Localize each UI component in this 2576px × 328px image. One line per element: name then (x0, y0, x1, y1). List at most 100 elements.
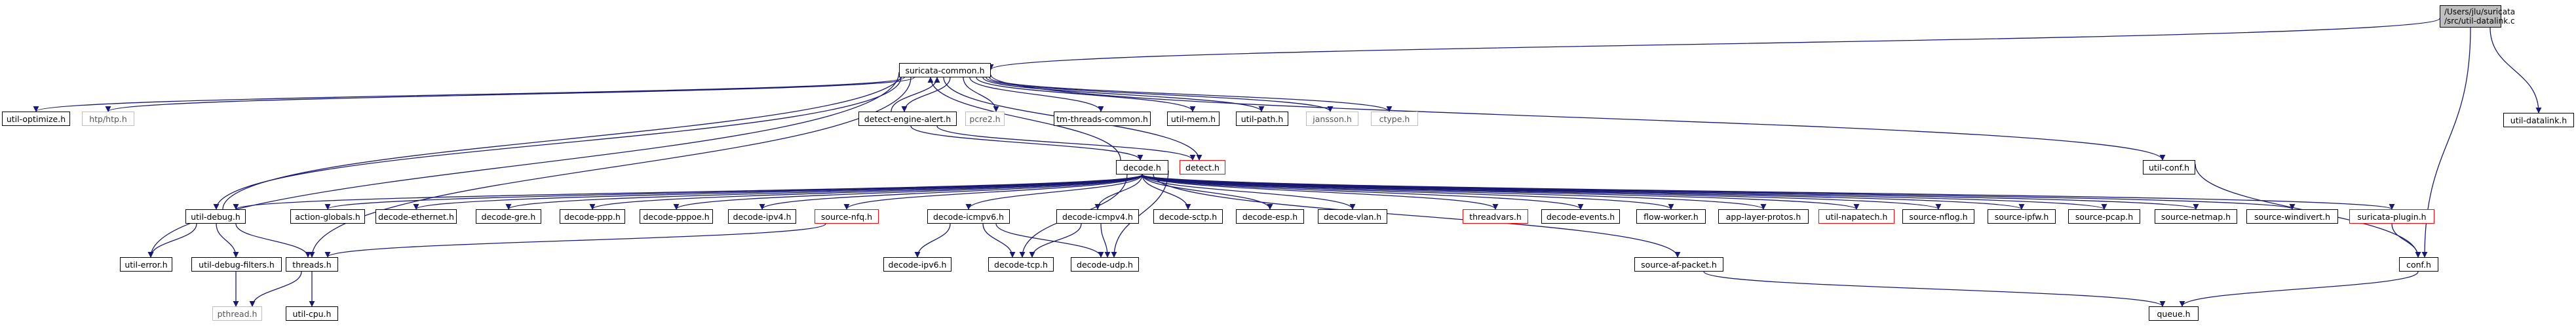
edge-common-2 (963, 77, 999, 112)
edge-common-12 (147, 72, 900, 258)
edge-icmpv6-udp (995, 223, 1104, 258)
node-detect[interactable]: detect.h (1180, 160, 1225, 174)
node-pcre2[interactable]: pcre2.h (965, 112, 1005, 126)
edge-common-0 (33, 77, 905, 112)
node-threadvars[interactable]: threadvars.h (1463, 209, 1528, 224)
node-decode-ppp[interactable]: decode-ppp.h (560, 209, 625, 224)
root-file-node[interactable]: /Users/jlu/suricata /src/util-datalink.c (2440, 5, 2515, 28)
edge-decode-20 (1142, 174, 2107, 210)
edge-icmpv6-ipv6 (914, 223, 951, 258)
node-util-mem[interactable]: util-mem.h (1167, 112, 1220, 126)
edge-decode-3 (505, 174, 1143, 210)
node-decode-ipv6[interactable]: decode-ipv6.h (883, 257, 952, 272)
node-source-nfq[interactable]: source-nfq.h (815, 209, 879, 224)
node-util-path[interactable]: util-path.h (1236, 112, 1288, 126)
edge-common-5 (982, 77, 1265, 112)
node-pthread[interactable]: pthread.h (212, 306, 262, 321)
edge-decode-7 (843, 174, 1143, 210)
node-suricata-common[interactable]: suricata-common.h (899, 63, 991, 77)
edge-plugin-conf (2391, 223, 2421, 258)
edge-decode-0 (233, 174, 1143, 210)
edge-decode-common (927, 77, 1121, 161)
node-detect-engine-alert[interactable]: detect-engine-alert.h (858, 112, 957, 126)
node-decode-gre[interactable]: decode-gre.h (476, 209, 541, 224)
node-util-conf[interactable]: util-conf.h (2143, 160, 2195, 174)
edge-decode-19 (1142, 174, 2025, 210)
node-suricata-plugin[interactable]: suricata-plugin.h (2349, 209, 2434, 224)
edge-decode-1 (324, 174, 1143, 210)
node-htp[interactable]: htp/htp.h (82, 112, 134, 126)
node-util-napatech[interactable]: util-napatech.h (1818, 209, 1894, 224)
node-util-optimize[interactable]: util-optimize.h (2, 112, 70, 126)
node-decode-ethernet[interactable]: decode-ethernet.h (375, 209, 457, 224)
node-threads[interactable]: threads.h (286, 257, 338, 272)
node-action-globals[interactable]: action-globals.h (290, 209, 365, 224)
node-decode-pppoe[interactable]: decode-pppoe.h (640, 209, 713, 224)
node-source-pcap[interactable]: source-pcap.h (2068, 209, 2140, 224)
root-path-line1: /Users/jlu/suricata (2444, 7, 2516, 16)
edge-root-util-datalink (2489, 27, 2542, 113)
edge-decode-8 (965, 174, 1143, 210)
edge-decode-21 (1142, 174, 2199, 210)
edge-decode-13 (1142, 174, 1499, 210)
node-decode-icmpv4[interactable]: decode-icmpv4.h (1056, 209, 1139, 224)
edge-decode-23 (1142, 174, 2394, 210)
node-decode-esp[interactable]: decode-esp.h (1236, 209, 1304, 224)
edge-decode-11 (1142, 174, 1273, 210)
node-decode-icmpv6[interactable]: decode-icmpv6.h (927, 209, 1010, 224)
node-app-layer-protos[interactable]: app-layer-protos.h (1718, 209, 1809, 224)
node-flow-worker[interactable]: flow-worker.h (1636, 209, 1706, 224)
edge-decode-udp (1111, 170, 1169, 258)
edge-decode-14 (1142, 174, 1584, 210)
edge-common-4 (976, 77, 1196, 112)
node-source-windivert[interactable]: source-windivert.h (2246, 209, 2338, 224)
node-queue[interactable]: queue.h (2149, 306, 2199, 321)
node-util-cpu[interactable]: util-cpu.h (286, 306, 338, 321)
node-source-nflog[interactable]: source-nflog.h (1902, 209, 1974, 224)
node-conf[interactable]: conf.h (2399, 257, 2438, 272)
edge-conf-queue (2179, 271, 2419, 307)
edge-decode-5 (673, 174, 1143, 210)
node-tm-threads-common[interactable]: tm-threads-common.h (1054, 112, 1151, 126)
edge-common-1 (105, 77, 915, 112)
edge-common-9 (990, 74, 2166, 161)
node-decode[interactable]: decode.h (1116, 160, 1168, 174)
edge-common-3 (969, 77, 1104, 112)
root-path-line2: /src/util-datalink.c (2444, 16, 2515, 26)
edge-icmpv4-udp (1100, 223, 1111, 258)
edge-debug-filters (216, 223, 239, 258)
edge-dea-detect (936, 125, 1196, 161)
edge-common-8 (901, 77, 951, 112)
node-source-ipfw[interactable]: source-ipfw.h (1988, 209, 2056, 224)
edge-nfq-threads (324, 223, 826, 258)
edge-decode-4 (589, 174, 1143, 210)
node-util-debug[interactable]: util-debug.h (185, 209, 246, 224)
edge-decode-af-packet (1153, 174, 1681, 258)
node-util-debug-filters[interactable]: util-debug-filters.h (191, 257, 282, 272)
node-source-netmap[interactable]: source-netmap.h (2155, 209, 2237, 224)
edge-decode-16 (1142, 174, 1767, 210)
node-decode-vlan[interactable]: decode-vlan.h (1318, 209, 1387, 224)
edge-common-6 (986, 77, 1334, 112)
edge-debug-threads (235, 223, 311, 258)
node-ctype[interactable]: ctype.h (1371, 112, 1418, 126)
edge-decode-6 (759, 174, 1143, 210)
node-jansson[interactable]: jansson.h (1306, 112, 1358, 126)
edge-afpacket-queue (1703, 271, 2166, 307)
node-decode-tcp[interactable]: decode-tcp.h (988, 257, 1054, 272)
edge-decode-10 (1142, 174, 1191, 210)
edge-threads-pthread (249, 271, 302, 307)
node-util-error[interactable]: util-error.h (120, 257, 172, 272)
node-source-af-packet[interactable]: source-af-packet.h (1634, 257, 1723, 272)
node-decode-sctp[interactable]: decode-sctp.h (1153, 209, 1223, 224)
edge-dea-common (891, 77, 940, 112)
edge-root-suricata-common (988, 18, 2440, 70)
node-decode-udp[interactable]: decode-udp.h (1071, 257, 1139, 272)
node-util-datalink[interactable]: util-datalink.h (2503, 113, 2574, 127)
edge-dea-decode (910, 125, 1144, 161)
edge-debug-error (147, 223, 197, 258)
node-decode-events[interactable]: decode-events.h (1541, 209, 1620, 224)
edge-icmpv6-tcp (982, 223, 1016, 258)
node-decode-ipv4[interactable]: decode-ipv4.h (728, 209, 796, 224)
